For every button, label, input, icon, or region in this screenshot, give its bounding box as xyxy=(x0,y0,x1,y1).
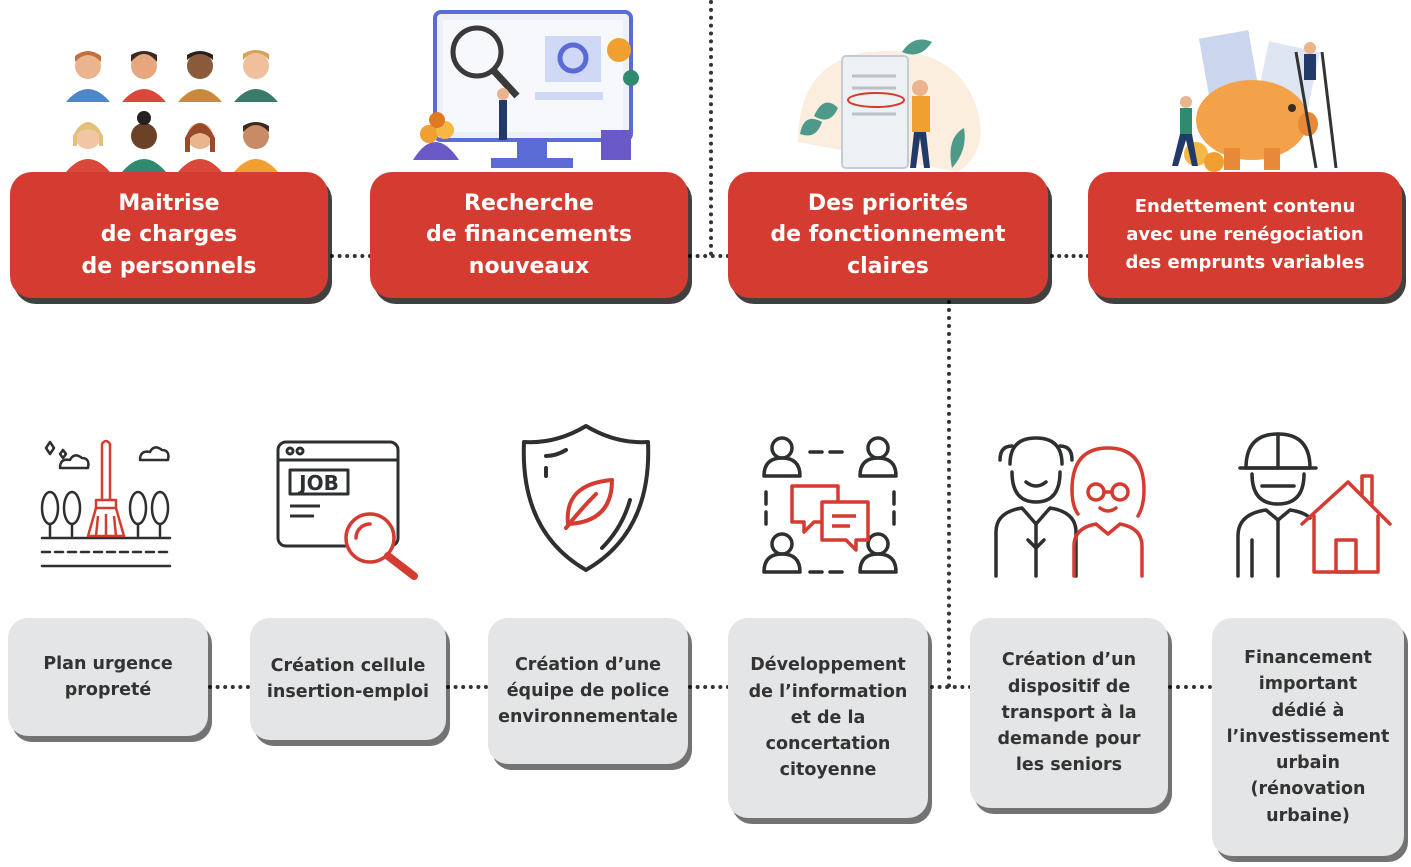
action-box-employment: Création cellule insertion-emploi xyxy=(250,618,446,740)
bottom-connector-1 xyxy=(208,685,250,689)
action-box-urban-investment: Financement important dédié à l’investis… xyxy=(1212,618,1404,856)
people-grid-illustration xyxy=(66,50,278,172)
action-box-environment-police: Création d’une équipe de police environn… xyxy=(488,618,688,764)
bottom-connector-3 xyxy=(688,685,730,689)
mid-vertical-connector xyxy=(947,300,951,688)
priorities-document-illustration xyxy=(798,39,981,172)
top-vertical-connector xyxy=(709,0,713,256)
shield-leaf-icon xyxy=(521,424,651,572)
top-connector-1 xyxy=(330,254,372,258)
action-box-citizen-information: Développement de l’information et de la … xyxy=(728,618,928,818)
priority-box-operations: Des priorités de fonctionnement claires xyxy=(728,172,1048,298)
top-connector-2 xyxy=(688,254,730,258)
priority-box-financing: Recherche de financements nouveaux xyxy=(370,172,688,298)
people-chat-icon xyxy=(762,436,898,574)
job-label: JOB xyxy=(297,471,339,495)
top-connector-3 xyxy=(1050,254,1090,258)
worker-house-icon xyxy=(1236,432,1392,578)
bottom-connector-2 xyxy=(446,685,488,689)
action-box-cleanliness: Plan urgence propreté xyxy=(8,618,208,736)
seniors-icon xyxy=(994,436,1146,578)
financing-search-illustration xyxy=(413,10,639,168)
action-box-senior-transport: Création d’un dispositif de transport à … xyxy=(970,618,1168,808)
job-search-icon: JOB xyxy=(276,440,418,580)
priority-box-personnel: Maitrise de charges de personnels xyxy=(10,172,328,298)
priority-box-debt: Endettement contenu avec une renégociati… xyxy=(1088,172,1402,298)
bottom-connector-5 xyxy=(1168,685,1212,689)
bottom-connector-4 xyxy=(930,685,972,689)
broom-park-icon xyxy=(40,439,172,568)
debt-piggybank-illustration xyxy=(1172,30,1338,172)
